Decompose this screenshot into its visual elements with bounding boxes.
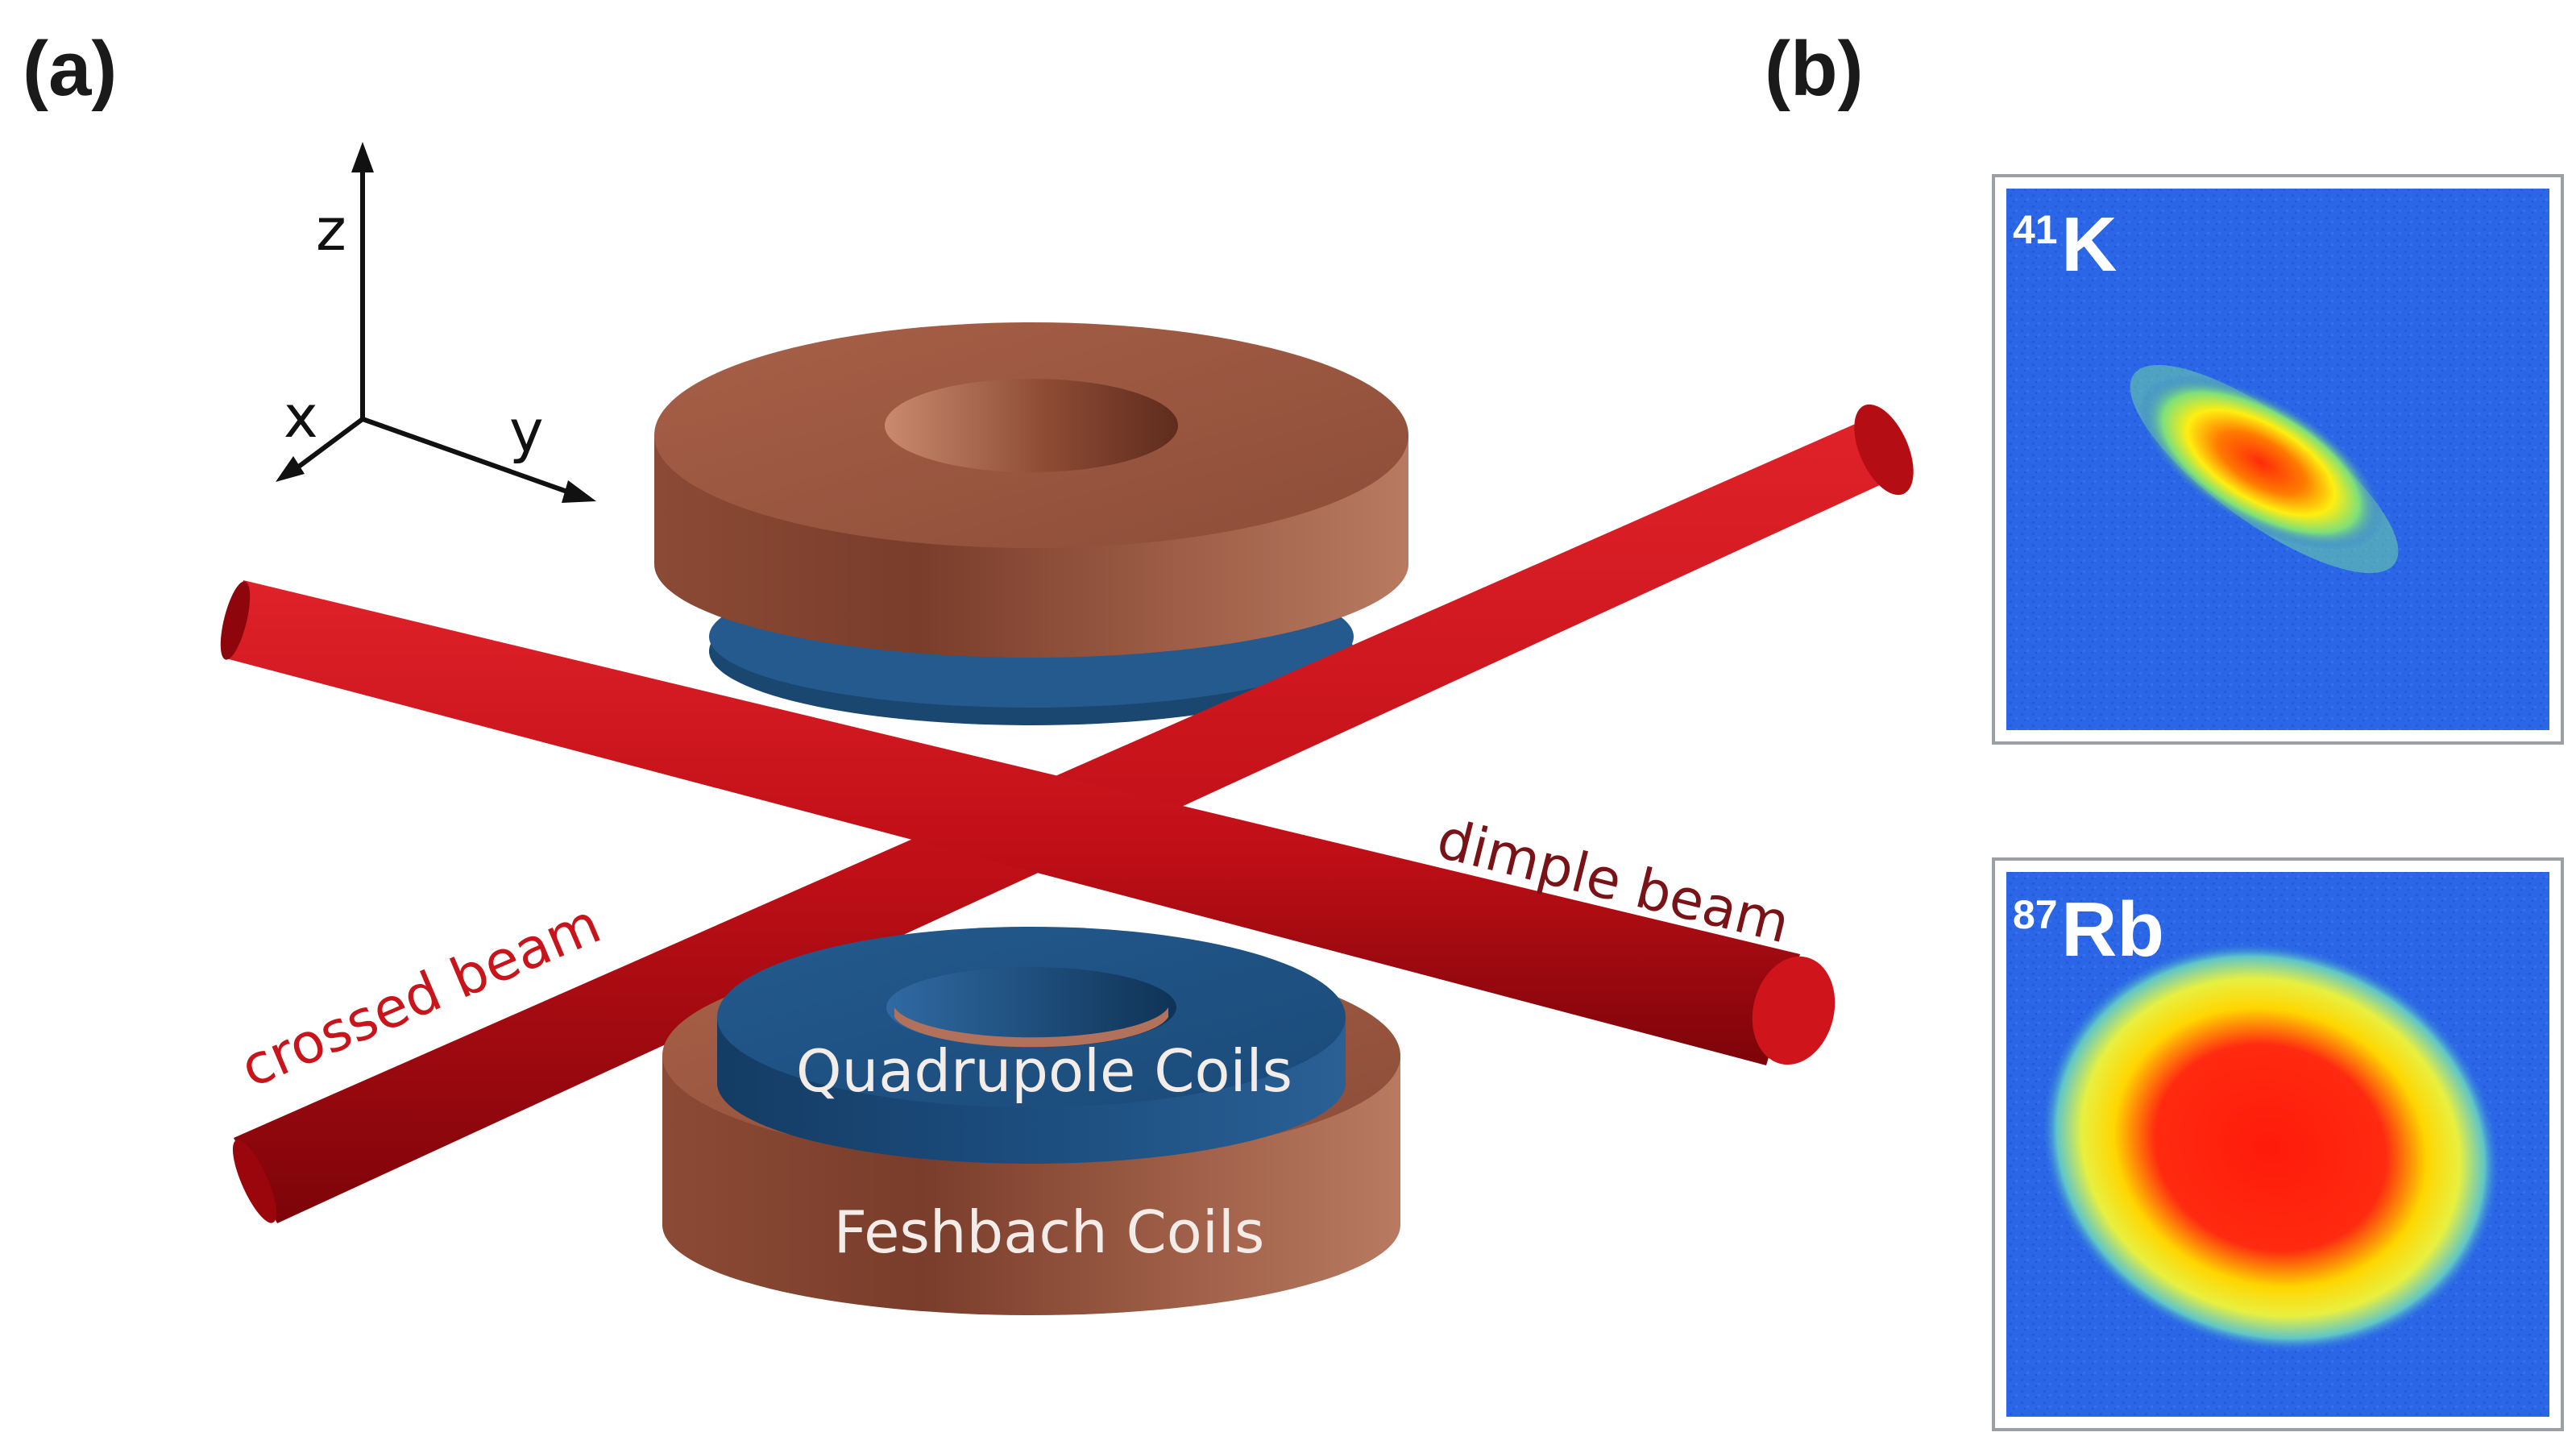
panel-a-label: (a) <box>23 26 117 112</box>
x-axis <box>292 417 364 473</box>
lower-quadrupole-coil <box>717 927 1346 1164</box>
z-axis-arrowhead <box>351 142 374 172</box>
feshbach-coils-label: Feshbach Coils <box>834 1198 1265 1266</box>
quadrupole-coils-label: Quadrupole Coils <box>796 1037 1292 1105</box>
panel-b-label: (b) <box>1765 26 1864 112</box>
rb87-element-symbol: Rb <box>2061 886 2164 973</box>
rb87-isotope-label: 87 Rb <box>2013 886 2164 973</box>
z-axis-label: z <box>316 196 346 264</box>
x-axis-arrowhead <box>276 456 305 482</box>
rb87-atom-cloud <box>2040 941 2501 1354</box>
k41-isotope-label: 41 K <box>2013 201 2117 288</box>
x-axis-label: x <box>284 383 318 450</box>
y-axis-arrowhead <box>562 480 596 503</box>
k41-atom-cloud <box>2138 375 2384 550</box>
k41-absorption-image: 41 K <box>1992 174 2564 745</box>
coordinate-axes <box>276 142 596 503</box>
y-axis <box>361 417 578 497</box>
rb87-absorption-image: 87 Rb <box>1992 857 2564 1431</box>
dimple-beam <box>220 580 1836 1065</box>
y-axis-label: y <box>509 397 544 465</box>
rb87-mass-number: 87 <box>2013 892 2058 937</box>
upper-feshbach-coil <box>654 322 1408 658</box>
k41-mass-number: 41 <box>2013 207 2058 252</box>
k41-element-symbol: K <box>2061 201 2117 288</box>
